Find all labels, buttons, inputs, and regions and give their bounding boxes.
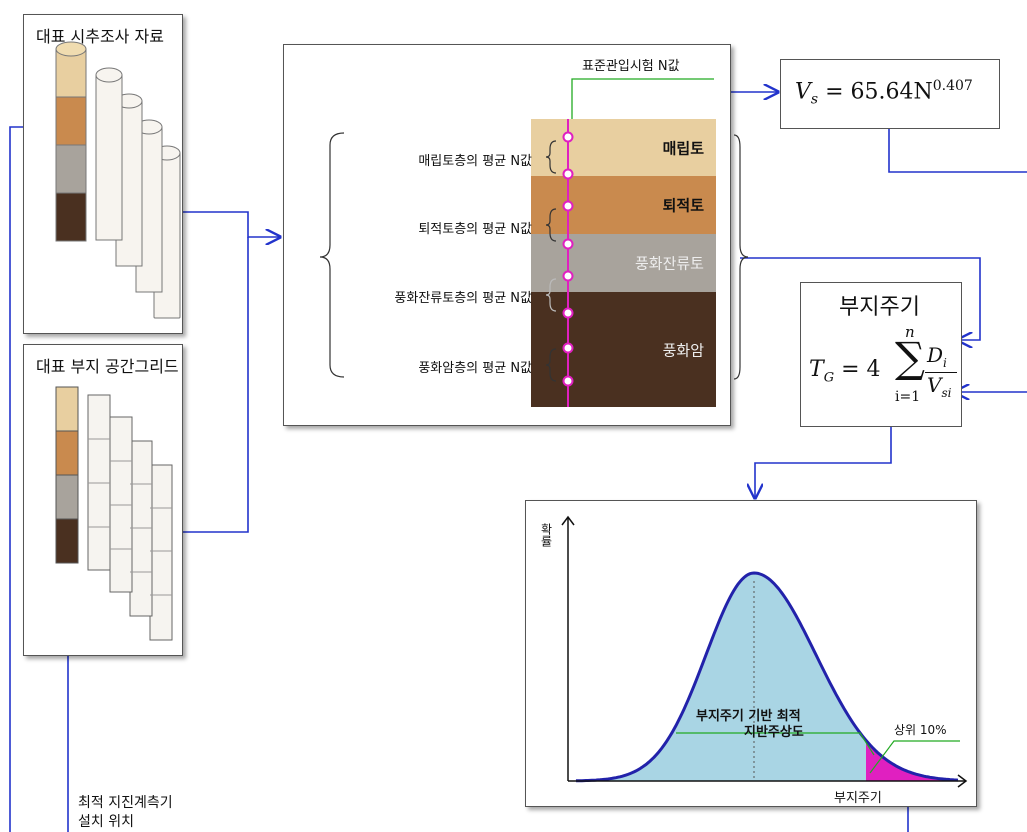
tail-fill: [866, 740, 958, 781]
distribution-chart: [561, 515, 968, 788]
center-leader-line: [676, 732, 875, 756]
grid-fill-cell: [55, 386, 79, 432]
survey-to-profile-arrow: [180, 211, 280, 237]
right-big-brace: [733, 134, 749, 380]
period-to-dist-arrow: [755, 426, 892, 498]
site-period-box: 부지주기 TG = 4 n ∑ i=1 Di Vsi: [800, 282, 962, 427]
spatial-grid-panel: 대표 부지 공간그리드: [23, 344, 183, 656]
borehole-sediment-layer: [55, 96, 87, 146]
avg-n-residual: 풍화잔류토층의 평균 N값: [394, 291, 532, 306]
vs-formula: Vs = 65.64N0.407: [795, 78, 973, 108]
tail-label: 상위 10%: [894, 723, 947, 737]
profile-overlay: [319, 78, 749, 407]
avg-n-sediment: 퇴적토층의 평균 N값: [418, 222, 532, 237]
y-axis-arrow: [561, 515, 575, 526]
grid-residual-cell: [55, 474, 79, 520]
grid-sediment-cell: [55, 430, 79, 476]
spt-leader-line: [571, 78, 714, 119]
left-big-brace: [319, 132, 345, 378]
layers-to-period-arrow: [740, 257, 981, 340]
avg-n-rock: 풍화암층의 평균 N값: [418, 361, 532, 376]
layer-sediment: 퇴적토: [531, 176, 716, 234]
site-period-formula: TG = 4 n ∑ i=1 Di Vsi: [809, 323, 959, 423]
x-axis-label: 부지주기: [834, 791, 882, 806]
distribution-fill: [576, 573, 866, 781]
sum-symbol: ∑: [895, 333, 925, 382]
layer-weathered-rock: 풍화암: [531, 292, 716, 407]
grid-to-profile-arrow: [180, 237, 249, 533]
grid-rock-cell: [55, 518, 79, 564]
soil-column: 매립토 퇴적토 풍화잔류토 풍화암: [531, 119, 716, 407]
soil-profile-panel: 표준관입시험 N값 매립토 퇴적토 풍화잔류토 풍화암 매립토층의 평균 N값 …: [283, 44, 749, 426]
vs-to-period-line: [888, 128, 1027, 173]
sensor-location-label-2: 설치 위치: [78, 814, 134, 830]
spt-label: 표준관입시험 N값: [582, 59, 680, 74]
survey-panel-title: 대표 시추조사 자료: [36, 27, 164, 46]
x-axis-arrow: [957, 774, 968, 788]
borehole-columns-illustration: [55, 41, 181, 319]
borehole-rock-layer: [55, 192, 87, 242]
avg-n-fill: 매립토층의 평균 N값: [418, 154, 532, 169]
sensor-location-label-1: 최적 지진계측기: [78, 795, 173, 811]
grid-panel-title: 대표 부지 공간그리드: [36, 357, 179, 376]
vs-formula-box: Vs = 65.64N0.407: [780, 59, 1000, 129]
borehole-residual-layer: [55, 144, 87, 194]
y-axis-label: 확률: [539, 523, 553, 547]
layer-fill: 매립토: [531, 119, 716, 176]
distribution-curve: [575, 571, 959, 783]
grid-columns-illustration: [55, 386, 173, 641]
site-period-title: 부지주기: [839, 295, 920, 320]
survey-data-panel: 대표 시추조사 자료: [23, 14, 183, 334]
layer-residual-soil: 풍화잔류토: [531, 234, 716, 292]
tail-leader-line: [869, 740, 960, 774]
fraction-bar: [925, 372, 957, 373]
center-label-2: 지반주상도: [744, 725, 804, 740]
center-label-1: 부지주기 기반 최적: [696, 709, 801, 724]
distribution-panel: 확률 부지주기 부지주기 기반 최적 지반주상도 상위 10%: [525, 500, 977, 807]
